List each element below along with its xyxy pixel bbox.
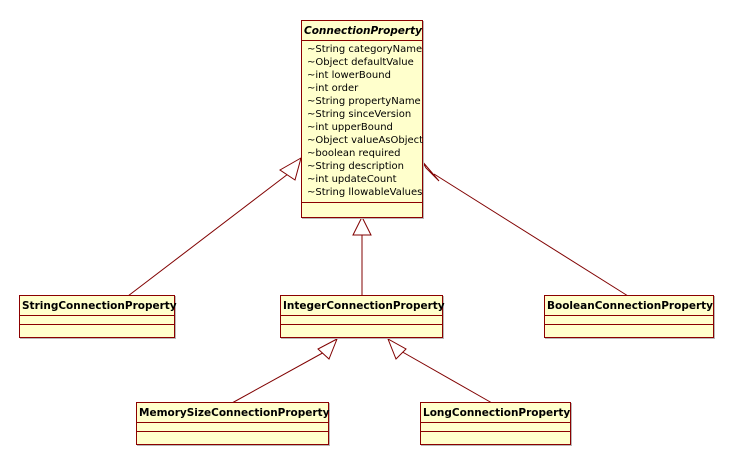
class-memory-size-connection-property[interactable]: MemorySizeConnectionProperty bbox=[136, 402, 329, 445]
attribute: ~int lowerBound bbox=[307, 70, 391, 81]
attribute: ~String llowableValues bbox=[307, 187, 423, 198]
attribute-compartment: ~String categoryName ~Object defaultValu… bbox=[302, 40, 424, 202]
attribute: ~int upperBound bbox=[307, 122, 393, 133]
class-name: BooleanConnectionProperty bbox=[547, 300, 714, 312]
generalization-arrowhead bbox=[317, 337, 338, 360]
class-connection-property[interactable]: ConnectionProperty ~String categoryName … bbox=[301, 20, 423, 218]
attribute: ~String categoryName bbox=[307, 44, 423, 55]
operation-compartment bbox=[137, 431, 328, 440]
attribute: ~Object valueAsObject bbox=[307, 135, 424, 146]
edge-long-to-integer[interactable] bbox=[398, 349, 493, 404]
operation-compartment bbox=[302, 202, 422, 210]
class-long-connection-property[interactable]: LongConnectionProperty bbox=[420, 402, 571, 445]
generalization-arrowhead bbox=[387, 337, 407, 360]
attribute: ~String propertyName bbox=[307, 96, 421, 107]
edge-boolean-to-connection[interactable] bbox=[433, 173, 629, 297]
attribute: ~String sinceVersion bbox=[307, 109, 412, 120]
attribute: ~int order bbox=[307, 83, 359, 94]
attribute-compartment bbox=[20, 315, 174, 324]
edge-string-to-connection[interactable] bbox=[127, 173, 289, 297]
generalization-arrowhead bbox=[421, 160, 440, 182]
class-name: StringConnectionProperty bbox=[22, 300, 177, 312]
attribute: ~int updateCount bbox=[307, 174, 397, 185]
class-name: MemorySizeConnectionProperty bbox=[139, 407, 330, 419]
class-string-connection-property[interactable]: StringConnectionProperty bbox=[19, 295, 177, 338]
attribute: ~Object defaultValue bbox=[307, 57, 414, 68]
attribute-compartment bbox=[545, 315, 713, 324]
operation-compartment bbox=[421, 431, 570, 440]
operation-compartment bbox=[20, 324, 174, 333]
edge-memory-to-integer[interactable] bbox=[231, 349, 329, 404]
class-name: ConnectionProperty bbox=[304, 25, 422, 37]
operation-compartment bbox=[281, 324, 442, 333]
attribute-compartment bbox=[281, 315, 442, 324]
attribute: ~String description bbox=[307, 161, 405, 172]
attribute-compartment bbox=[421, 422, 570, 431]
class-boolean-connection-property[interactable]: BooleanConnectionProperty bbox=[544, 295, 714, 338]
class-name: LongConnectionProperty bbox=[423, 407, 571, 419]
operation-compartment bbox=[545, 324, 713, 333]
generalization-arrowhead bbox=[352, 215, 372, 236]
attribute: ~boolean required bbox=[307, 148, 401, 159]
generalization-arrowhead bbox=[279, 156, 302, 181]
class-name: IntegerConnectionProperty bbox=[283, 300, 445, 312]
attribute-compartment bbox=[137, 422, 328, 431]
class-integer-connection-property[interactable]: IntegerConnectionProperty bbox=[280, 295, 445, 338]
